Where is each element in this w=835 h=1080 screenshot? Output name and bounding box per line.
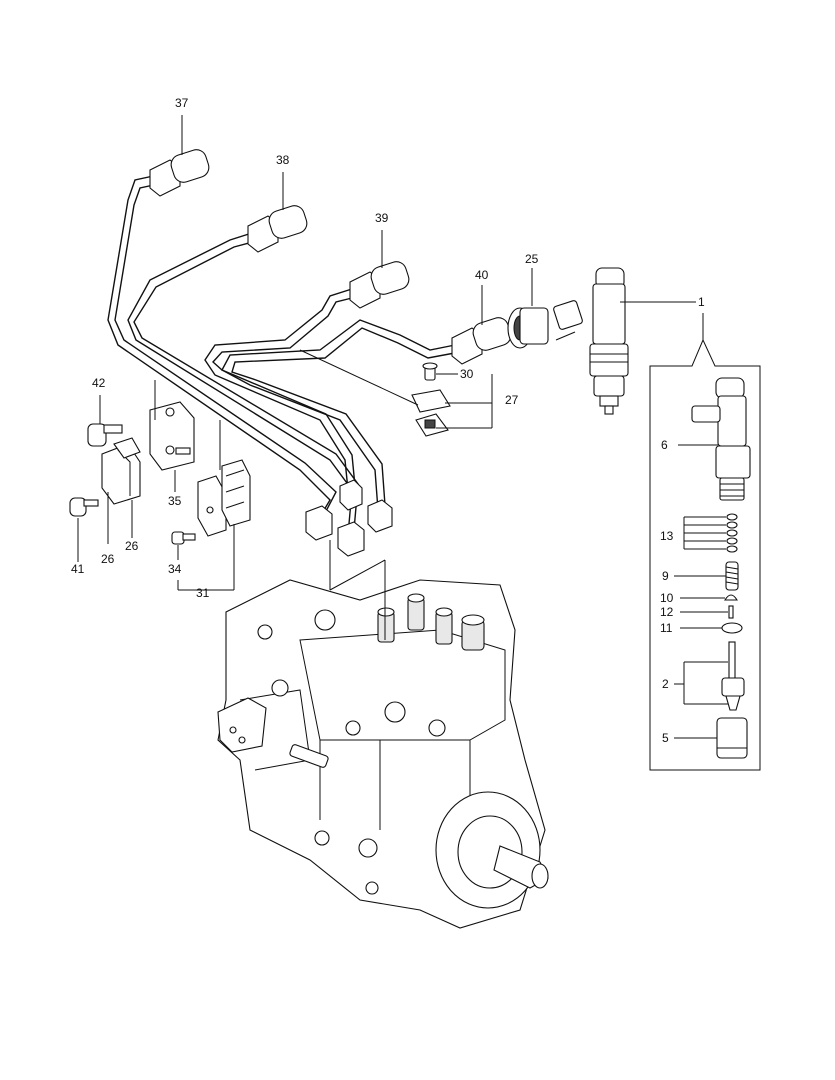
callout-31: 31 <box>196 586 210 600</box>
callout-38: 38 <box>276 153 290 167</box>
callout-1: 1 <box>698 295 705 309</box>
callout-13: 13 <box>660 529 674 543</box>
callout-11: 11 <box>660 621 673 635</box>
callout-9: 9 <box>662 569 669 583</box>
injection-pipes <box>107 149 512 557</box>
callout-42: 42 <box>92 376 106 390</box>
nozzle-seal-25 <box>507 300 583 349</box>
callout-2: 2 <box>662 677 669 691</box>
callout-39: 39 <box>375 211 389 225</box>
callout-25: 25 <box>525 252 539 266</box>
injector-assembly-1 <box>589 267 629 415</box>
pipe-nut-bottom-1 <box>305 505 333 541</box>
callout-10: 10 <box>660 591 674 605</box>
pipe-nut-38 <box>247 205 308 253</box>
callout-labels: 37 38 39 40 25 1 30 27 42 41 26 26 35 34… <box>71 96 705 745</box>
callout-30: 30 <box>460 367 474 381</box>
pipe-nut-40 <box>451 317 512 365</box>
callout-40: 40 <box>475 268 489 282</box>
clamp-parts-27 <box>411 362 451 437</box>
nozzle-detail-box <box>649 313 761 771</box>
injection-pump <box>217 579 549 929</box>
pipe-nut-37 <box>149 149 210 197</box>
callout-26-a: 26 <box>101 552 115 566</box>
pipe-nut-39 <box>349 261 410 309</box>
callout-26-b: 26 <box>125 539 139 553</box>
pipe-nut-bottom-3 <box>339 479 363 511</box>
callout-34: 34 <box>168 562 182 576</box>
pipe-nut-bottom-4 <box>367 499 393 533</box>
bracket-parts <box>69 401 251 545</box>
callout-12: 12 <box>660 605 674 619</box>
callout-6: 6 <box>661 438 668 452</box>
callout-41: 41 <box>71 562 85 576</box>
callout-27: 27 <box>505 393 519 407</box>
callout-5: 5 <box>662 731 669 745</box>
leader-lines <box>77 115 728 739</box>
pipe-nut-bottom-2 <box>337 521 365 557</box>
callout-35: 35 <box>168 494 182 508</box>
callout-37: 37 <box>175 96 189 110</box>
